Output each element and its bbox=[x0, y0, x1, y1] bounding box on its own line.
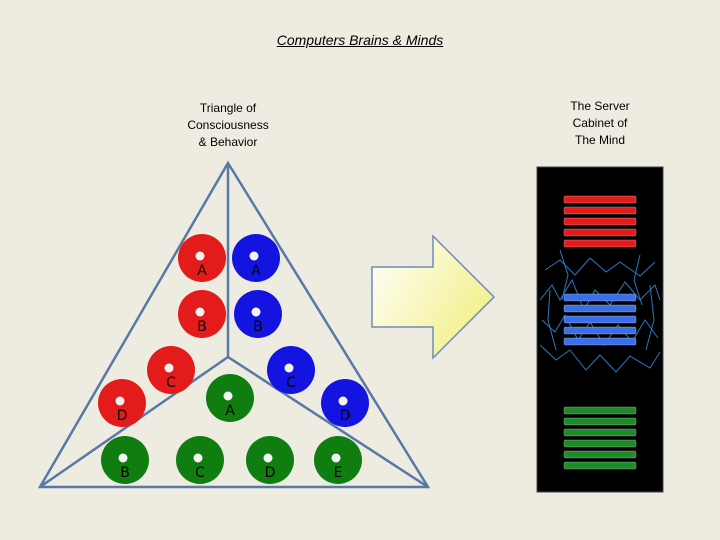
green-server-unit bbox=[563, 439, 637, 448]
circle-label: E bbox=[334, 465, 343, 481]
red-server-unit bbox=[563, 206, 637, 215]
circle-blue-c: C bbox=[267, 346, 315, 394]
red-server-unit bbox=[563, 217, 637, 226]
right-arrow-icon bbox=[371, 234, 496, 360]
circle-blue-d: D bbox=[321, 379, 369, 427]
green-server-unit bbox=[563, 417, 637, 426]
circle-red-b: B bbox=[178, 290, 226, 338]
blue-server-unit bbox=[563, 326, 637, 335]
red-server-unit bbox=[563, 239, 637, 248]
circle-label: D bbox=[117, 408, 128, 424]
circle-green-c: C bbox=[176, 436, 224, 484]
circle-label: D bbox=[340, 408, 351, 424]
circle-green-e: E bbox=[314, 436, 362, 484]
circle-red-c: C bbox=[147, 346, 195, 394]
circle-blue-b: B bbox=[234, 290, 282, 338]
red-server-unit bbox=[563, 228, 637, 237]
circle-label: A bbox=[251, 263, 261, 279]
triangle-caption: Triangle of Consciousness & Behavior bbox=[187, 101, 269, 149]
green-server-unit bbox=[563, 406, 637, 415]
blue-server-unit bbox=[563, 304, 637, 313]
blue-server-unit bbox=[563, 315, 637, 324]
circle-green-b: B bbox=[101, 436, 149, 484]
red-server-unit bbox=[563, 195, 637, 204]
server-cabinet-caption: The Server Cabinet of The Mind bbox=[570, 99, 630, 147]
circle-blue-a: A bbox=[232, 234, 280, 282]
circle-green-a: A bbox=[206, 374, 254, 422]
circle-label: B bbox=[120, 465, 130, 481]
green-server-unit bbox=[563, 450, 637, 459]
circle-label: B bbox=[197, 319, 207, 335]
circle-label: C bbox=[166, 375, 176, 391]
circle-red-a: A bbox=[178, 234, 226, 282]
circle-red-d: D bbox=[98, 379, 146, 427]
server-units bbox=[563, 195, 637, 470]
circle-label: B bbox=[253, 319, 263, 335]
circle-green-d: D bbox=[246, 436, 294, 484]
circle-label: C bbox=[195, 465, 205, 481]
server-cabinet bbox=[536, 166, 664, 493]
circle-label: A bbox=[197, 263, 207, 279]
blue-server-unit bbox=[563, 293, 637, 302]
blue-server-unit bbox=[563, 337, 637, 346]
green-server-unit bbox=[563, 428, 637, 437]
circle-label: A bbox=[225, 403, 235, 419]
slide-title: Computers Brains & Minds bbox=[276, 32, 444, 48]
circle-label: D bbox=[265, 465, 276, 481]
behavior-circles: A A B B C C A D D B C D E bbox=[98, 234, 369, 484]
consciousness-triangle bbox=[37, 160, 431, 489]
circle-label: C bbox=[286, 375, 296, 391]
green-server-unit bbox=[563, 461, 637, 470]
